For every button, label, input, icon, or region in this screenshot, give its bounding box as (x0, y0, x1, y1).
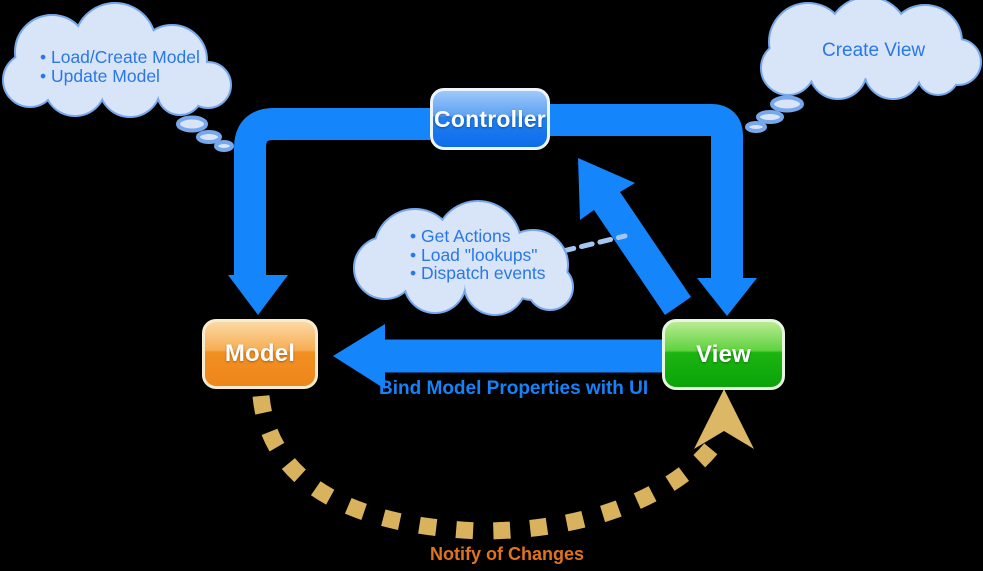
down-arrowhead-icon (697, 278, 757, 316)
thought-cloud-actions (353, 200, 574, 316)
thought-line: Create View (822, 40, 926, 61)
view-node-label: View (695, 340, 752, 368)
view-thought-text: Create View (822, 40, 926, 61)
thought-line: • Dispatch events (410, 263, 546, 283)
controller-to-model-arrow (228, 108, 430, 315)
thought-line: • Load/Create Model (40, 47, 200, 67)
thought-line: • Load "lookups" (410, 244, 538, 265)
controller-node: Controller (430, 88, 550, 150)
model-node: Model (202, 319, 318, 389)
notify-arrowhead-icon (694, 389, 754, 449)
bind-model-properties-label: Bind Model Properties with UI (379, 378, 649, 399)
down-arrowhead-icon (228, 275, 288, 315)
thought-cloud-model (2, 2, 234, 152)
controller-to-view-arrow (550, 104, 757, 316)
thought-cloud-view (745, 0, 982, 133)
model-node-label: Model (224, 340, 296, 367)
action-thoughts-text: • Get Actions • Load "lookups" • Dispatc… (410, 227, 546, 283)
model-thoughts-text: • Load/Create Model • Update Model (40, 48, 200, 85)
thought-line: • Update Model (40, 65, 160, 86)
notify-of-changes-dotted-arrow (252, 389, 754, 540)
left-arrowhead-icon (333, 324, 385, 389)
controller-node-label: Controller (434, 105, 546, 132)
notify-of-changes-label: Notify of Changes (430, 544, 585, 564)
view-to-controller-arrow (578, 158, 691, 315)
thought-line: • Get Actions (410, 226, 511, 246)
view-to-model-arrow (333, 324, 662, 389)
cloud-dashed-connector (560, 233, 628, 254)
view-node: View (662, 319, 785, 390)
